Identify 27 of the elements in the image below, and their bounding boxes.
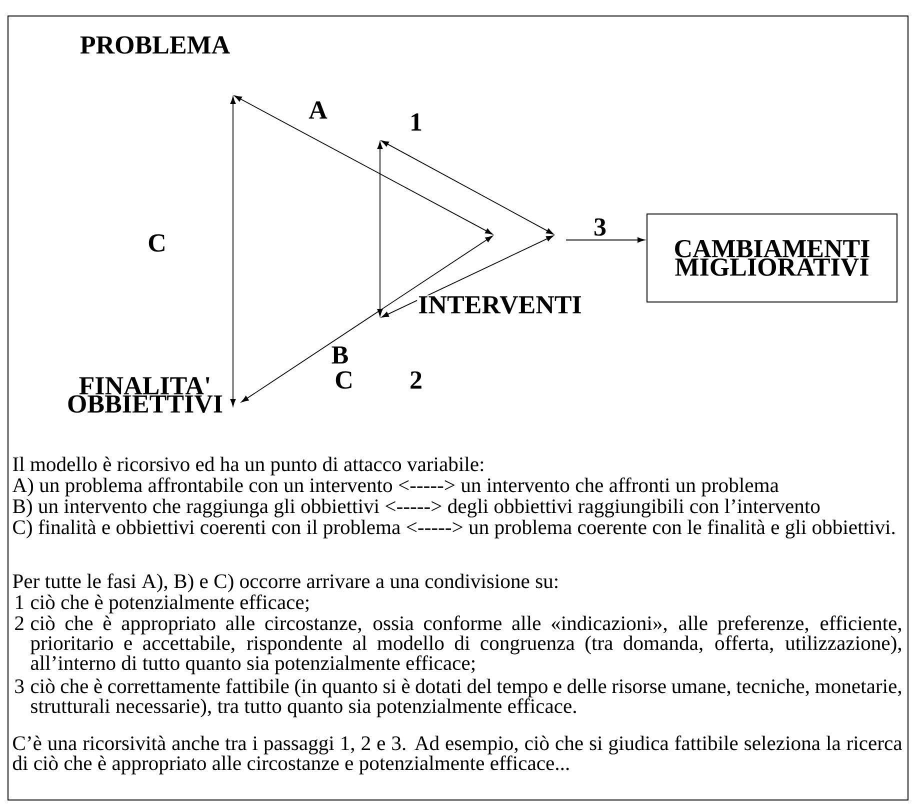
letter-label: A — [308, 101, 328, 119]
item-number: 2 — [15, 616, 24, 630]
outcome-box: CAMBIAMENTI MIGLIORATIVI — [646, 214, 898, 302]
text-line: Il modello è ricorsivo ed ha un punto di attacco variabile: — [12, 456, 484, 476]
arrow — [230, 96, 236, 406]
text-label: FINALITA' OBBIETTIVI — [68, 377, 222, 413]
item-number: 1 — [16, 595, 24, 609]
arrow — [566, 237, 645, 243]
arrow — [241, 236, 493, 402]
paragraph: ciò che è correttamente fattibile (in quanto si è dotati del tempo e delle risorse umane, tecniche, monetarie, strutturali necessarie), tra tutto quanto sia potenzialmente efficace. — [31, 678, 902, 718]
text-line: C) finalità e obbiettivi coerenti con il problema <-----> un problema coerente con le finalità e gli obbiettivi. — [13, 520, 895, 538]
paragraph: C’è una ricorsività anche tra i passaggi 1, 2 e 3. Ad esempio, ciò che si giudica fattibile seleziona la ricerca di ciò che è appropriato alle circostanze e potenzialmente efficace... — [12, 736, 902, 774]
paragraph: ciò che è appropriato alle circostanze, ossia conforme alle «indicazioni», alle preferenze, efficiente, prioritario e accettabile, rispondente al modello di congruenza (tra domanda, offerta, utilizzazione), all’interno di tutto quanto sia potenzialmente efficace; — [30, 616, 902, 674]
letter-label: C — [336, 371, 352, 389]
item-number: 3 — [15, 679, 24, 694]
text-line: B) un intervento che raggiunga gli obbiettivi <-----> degli obbiettivi raggiungibili con l’intervento — [12, 498, 820, 518]
text-label: INTERVENTI — [417, 295, 583, 315]
letter-label: B — [332, 346, 348, 364]
paragraph: ciò che è potenzialmente efficace; — [31, 594, 309, 614]
letter-label: 1 — [412, 113, 422, 131]
letter-label: 2 — [410, 371, 422, 389]
arrow — [234, 96, 493, 234]
text-line: A) un problema affrontabile con un intervento <-----> un intervento che affronti un problema — [12, 478, 779, 496]
letter-label: C — [148, 234, 164, 252]
text-line: Per tutte le fasi A), B) e C) occorre arrivare a una condivisione su: — [12, 574, 558, 592]
edge-label: 3 — [592, 217, 608, 237]
text-label: PROBLEMA — [80, 36, 230, 54]
